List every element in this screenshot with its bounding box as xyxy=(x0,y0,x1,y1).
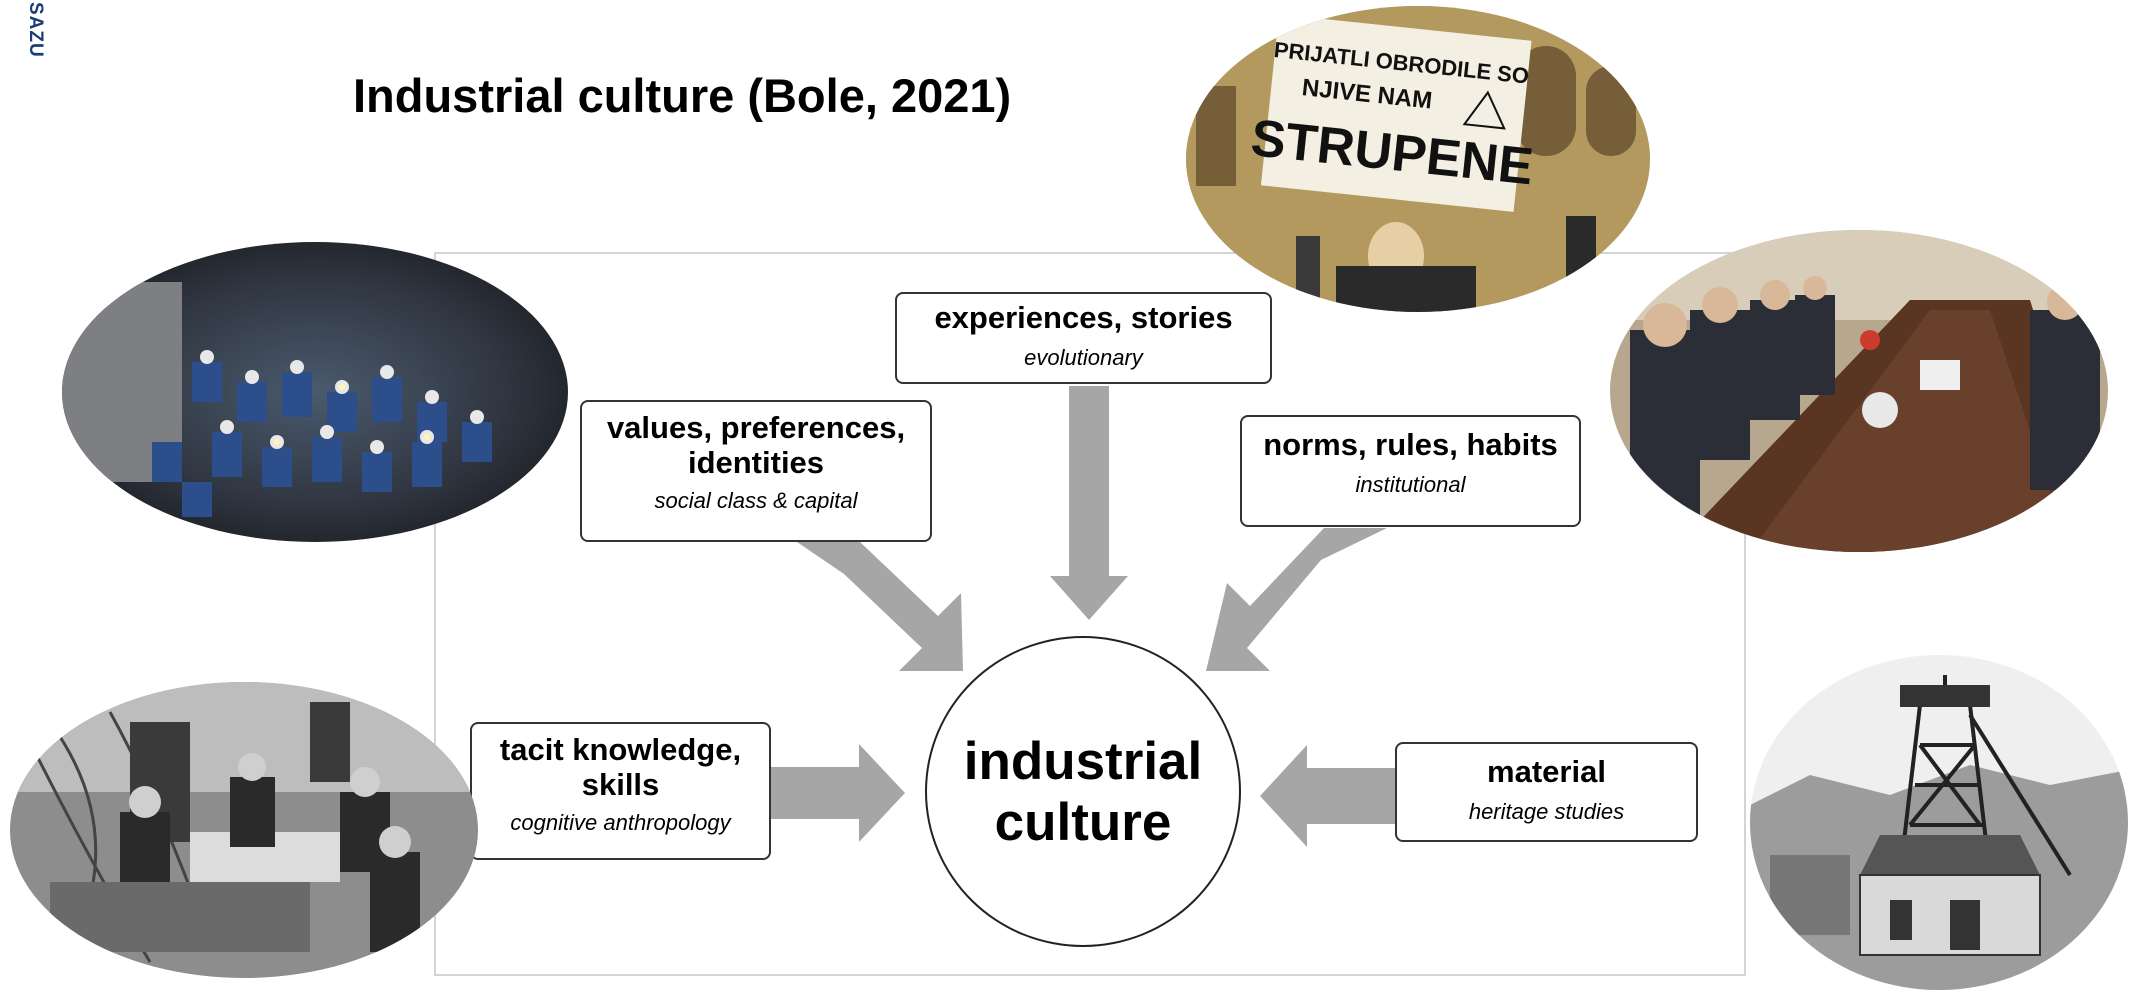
center-label-line1: industrial xyxy=(963,731,1203,791)
arrow-values xyxy=(797,542,963,671)
box-experiences: experiences, stories evolutionary xyxy=(895,292,1272,384)
arrow-tacit xyxy=(771,744,905,842)
box-norms: norms, rules, habits institutional xyxy=(1240,415,1581,527)
photo-protest: PRIJATLI OBRODILE SO NJIVE NAM STRUPENE xyxy=(1186,6,1650,312)
box-material: material heritage studies xyxy=(1395,742,1698,842)
slide-title: Industrial culture (Bole, 2021) xyxy=(353,69,1012,122)
box-tacit-subtitle: cognitive anthropology xyxy=(510,810,731,835)
box-values: values, preferences, identities social c… xyxy=(580,400,932,542)
box-values-title-2: identities xyxy=(687,445,825,480)
side-label: SAZU xyxy=(25,2,46,58)
arrow-experiences xyxy=(1050,386,1128,620)
box-norms-title: norms, rules, habits xyxy=(1263,427,1558,462)
arrow-material xyxy=(1260,745,1395,847)
box-experiences-title: experiences, stories xyxy=(934,300,1233,335)
box-norms-subtitle: institutional xyxy=(1355,472,1466,497)
center-circle: industrial culture xyxy=(925,636,1241,947)
photo-factory-workers xyxy=(10,682,478,978)
box-material-title: material xyxy=(1487,754,1606,789)
box-tacit: tacit knowledge, skills cognitive anthro… xyxy=(470,722,771,860)
box-material-subtitle: heritage studies xyxy=(1468,799,1625,824)
photo-miners xyxy=(62,242,568,542)
arrow-norms xyxy=(1206,528,1387,671)
warning-skull-icon xyxy=(1462,90,1506,130)
box-values-subtitle: social class & capital xyxy=(654,488,858,513)
box-tacit-title-2: skills xyxy=(581,767,660,802)
photo-headframe xyxy=(1750,655,2128,990)
center-label-line2: culture xyxy=(994,792,1172,852)
photo-meeting xyxy=(1610,230,2108,552)
box-tacit-title-1: tacit knowledge, xyxy=(499,732,742,767)
box-experiences-subtitle: evolutionary xyxy=(1024,345,1143,370)
box-values-title-1: values, preferences, xyxy=(606,410,906,445)
